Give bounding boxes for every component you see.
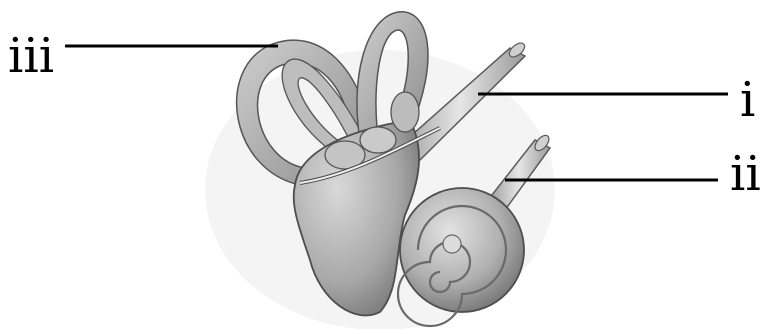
label-iii: iii: [8, 32, 54, 80]
label-ii: ii: [730, 150, 761, 198]
label-i: i: [740, 76, 755, 124]
